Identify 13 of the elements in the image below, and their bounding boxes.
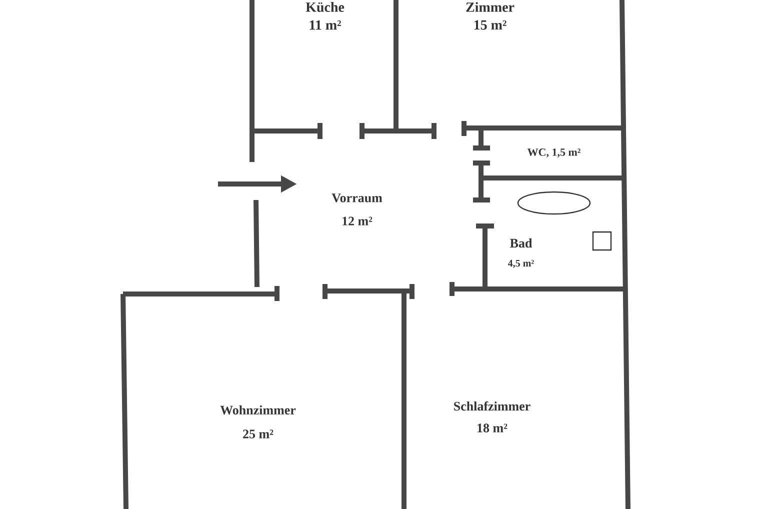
- room-label: Wohnzimmer: [220, 405, 296, 415]
- room-label: 18 m²: [478, 424, 508, 432]
- room-label: Bad: [510, 238, 532, 248]
- room-label: 11 m²: [310, 20, 341, 30]
- room-label: Zimmer: [466, 2, 514, 12]
- room-label: Schlafzimmer: [454, 401, 530, 411]
- room-label: 15 m²: [474, 20, 506, 30]
- room-label: Vorraum: [332, 194, 382, 202]
- room-label: 25 m²: [243, 430, 274, 438]
- room-label: 12 m²: [342, 216, 372, 226]
- room-label: Küche: [306, 2, 344, 12]
- room-label: WC, 1,5 m²: [527, 148, 580, 158]
- room-label: 4,5 m²: [508, 260, 534, 268]
